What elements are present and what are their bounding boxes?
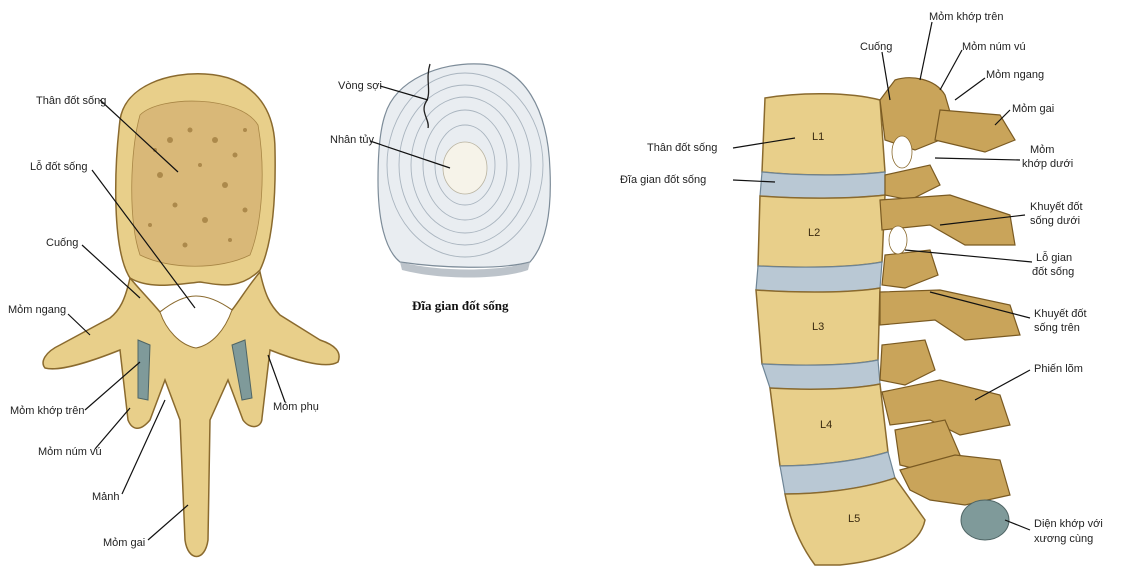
label-than-dot-song-lat: Thân đốt sống — [647, 142, 717, 154]
intervertebral-disc — [378, 64, 550, 278]
tag-l1: L1 — [812, 131, 824, 143]
label-lo-gian-line2: đốt sống — [1032, 266, 1074, 278]
label-mom-ngang: Mỏm ngang — [8, 304, 66, 316]
label-mom-phu: Mỏm phụ — [273, 401, 319, 413]
arch-l2-l3 — [882, 250, 938, 288]
label-mom-num-vu-lat: Mỏm núm vú — [962, 41, 1026, 53]
tag-l2: L2 — [808, 227, 820, 239]
label-mom-ngang-lat: Mỏm ngang — [986, 69, 1044, 81]
arch-l3-l4 — [880, 340, 935, 385]
tag-l5: L5 — [848, 513, 860, 525]
label-mom-khop-duoi-line2: khớp dưới — [1022, 158, 1073, 170]
label-dia-gian-dot-song: Đĩa gian đốt sống — [620, 174, 706, 186]
label-mom-gai: Mỏm gai — [103, 537, 145, 549]
label-khuyet-tren-line1: Khuyết đốt — [1034, 308, 1087, 320]
label-manh: Mảnh — [92, 491, 120, 503]
label-cuong: Cuống — [46, 237, 78, 249]
label-khuyet-tren-line2: sống trên — [1034, 322, 1080, 334]
label-mom-khop-tren: Mỏm khớp trên — [10, 405, 84, 417]
label-dien-khop-line1: Diện khớp với — [1034, 518, 1103, 530]
vertebra-body-l2 — [758, 195, 885, 267]
disc-l1-l2 — [760, 172, 885, 198]
label-nhan-tuy: Nhân tủy — [330, 134, 375, 146]
lumbar-column: L1 L2 L3 L4 L5 — [756, 78, 1020, 565]
label-mom-gai-lat: Mỏm gai — [1012, 103, 1054, 115]
label-vong-soi: Vòng sợi — [338, 80, 382, 92]
disc-caption: Đĩa gian đốt sống — [412, 298, 509, 313]
label-lo-gian-line1: Lỗ gian — [1036, 251, 1072, 264]
label-dien-khop-line2: xương cùng — [1034, 533, 1093, 545]
label-khuyet-duoi-line1: Khuyết đốt — [1030, 201, 1083, 213]
label-cuong-lat: Cuống — [860, 41, 892, 53]
label-mom-khop-duoi-line1: Mỏm — [1030, 144, 1054, 156]
tag-l3: L3 — [812, 321, 824, 333]
label-khuyet-duoi-line2: sống dưới — [1030, 215, 1080, 227]
vertebra-superior-view — [43, 74, 339, 557]
label-than-dot-song: Thân đốt sống — [36, 95, 106, 107]
tag-l4: L4 — [820, 419, 832, 431]
label-mom-num-vu: Mỏm núm vú — [38, 446, 102, 458]
label-mom-khop-tren-lat: Mỏm khớp trên — [929, 11, 1003, 23]
label-phien-lom: Phiến lõm — [1034, 363, 1083, 375]
label-lo-dot-song: Lỗ đốt sống — [30, 160, 88, 173]
sacral-facet — [961, 500, 1009, 540]
arch-l1-l2 — [885, 165, 940, 200]
